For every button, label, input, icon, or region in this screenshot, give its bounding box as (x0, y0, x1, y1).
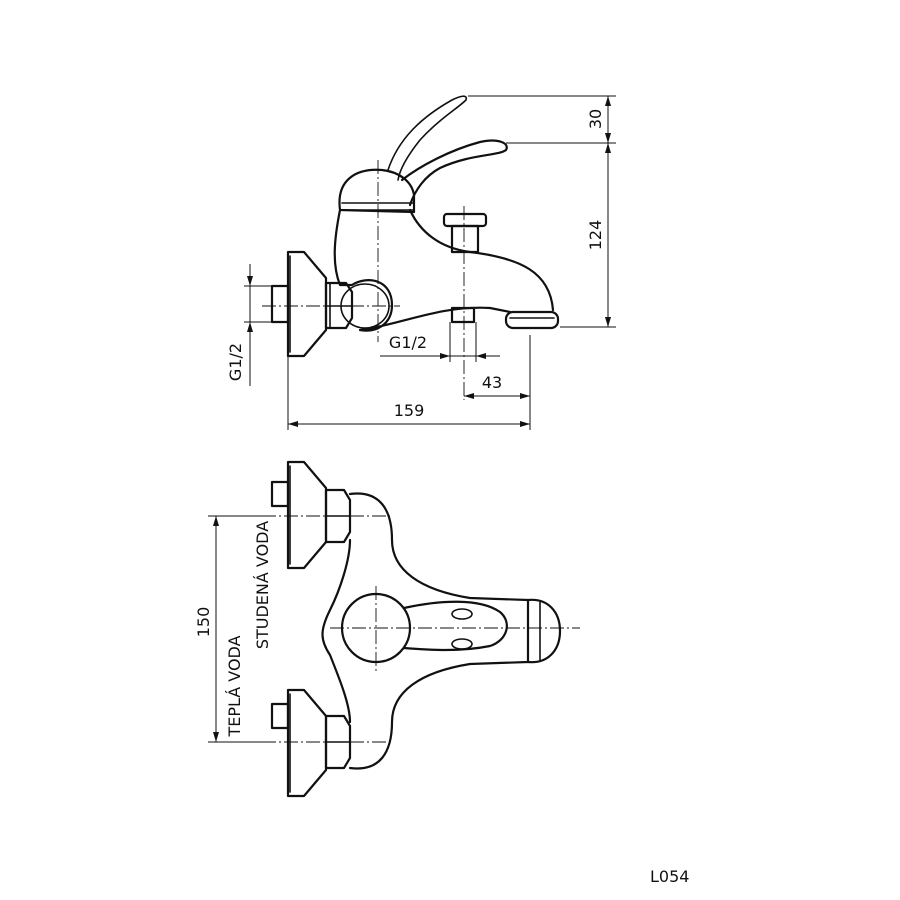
dim-inlet-spacing: 150 (194, 515, 272, 743)
dim-thread-outlet: G1/2 (380, 322, 500, 362)
dim-height-text: 124 (586, 220, 605, 251)
model-code: L054 (650, 867, 689, 886)
side-lever-raised (387, 95, 468, 181)
dim-thread-outlet-text: G1/2 (389, 333, 427, 352)
dim-height: 124 (468, 95, 616, 328)
dim-thread-inlet: G1/2 (226, 264, 272, 386)
dim-total-length-text: 159 (394, 401, 425, 420)
top-flange-cold (270, 460, 352, 570)
side-aerator (504, 310, 560, 330)
side-cartridge-cap (338, 168, 416, 214)
label-cold-water: STUDENÁ VODA (253, 521, 272, 649)
top-aerator (526, 598, 562, 664)
side-diverter-knob (442, 212, 488, 254)
dim-outlet-offset-text: 43 (482, 373, 502, 392)
side-lever-lower (400, 139, 508, 207)
top-body (321, 492, 530, 770)
top-view: 150 STUDENÁ VODA TEPLÁ VODA (194, 460, 580, 798)
dim-outlet-offset: 43 (464, 373, 530, 399)
dim-inlet-spacing-text: 150 (194, 607, 213, 638)
side-wall-flange (286, 250, 328, 358)
label-hot-water: TEPLÁ VODA (225, 635, 244, 737)
dim-lever-rise-text: 30 (586, 109, 605, 129)
dim-total-length: 159 (287, 335, 531, 430)
top-flange-hot (270, 688, 352, 798)
dim-thread-inlet-text: G1/2 (226, 343, 245, 381)
side-view: 159 43 G1/2 G1/2 (226, 95, 616, 430)
dim-lever-rise: 30 (586, 109, 605, 129)
side-shower-outlet (450, 306, 476, 324)
side-inlet-stub (270, 284, 290, 324)
